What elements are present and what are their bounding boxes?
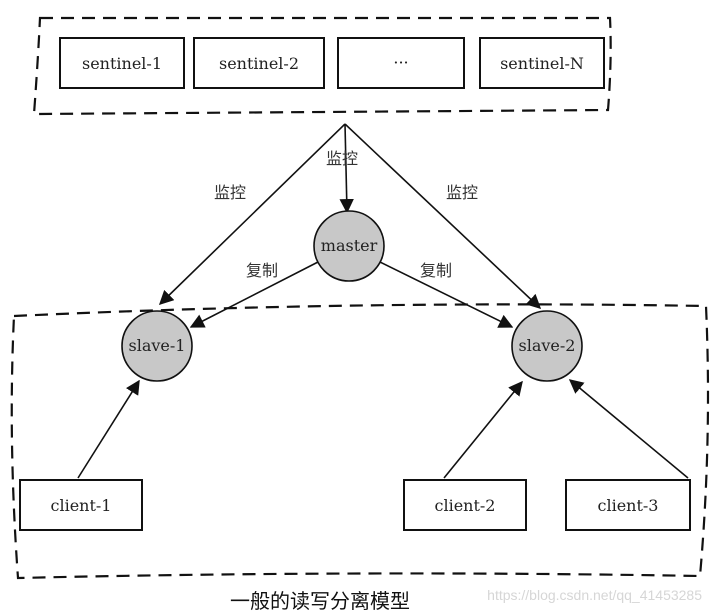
sentinel-box-2: sentinel-2 xyxy=(193,37,325,89)
monitor-arrow-to-slave-1 xyxy=(158,123,346,306)
replicate-label-left: 复制 xyxy=(246,261,278,280)
sentinel-label-1: sentinel-1 xyxy=(82,54,162,73)
sentinel-box-ellipsis: ··· xyxy=(337,37,465,89)
sentinel-box-1: sentinel-1 xyxy=(59,37,185,89)
monitor-label-left: 监控 xyxy=(214,183,246,202)
client-box-3: client-3 xyxy=(565,479,691,531)
monitor-arrow-to-slave-2 xyxy=(344,123,542,309)
replicate-label-right: 复制 xyxy=(420,261,452,280)
sentinel-label-2: sentinel-2 xyxy=(219,54,299,73)
client-label-3: client-3 xyxy=(598,496,659,515)
sentinel-group-border xyxy=(32,16,612,116)
master-node: master xyxy=(313,210,385,282)
client-box-1: client-1 xyxy=(19,479,143,531)
data-group-border xyxy=(10,303,710,580)
slave-node-2: slave-2 xyxy=(511,310,583,382)
master-label: master xyxy=(321,236,378,255)
client-1-arrow xyxy=(77,379,140,479)
monitor-label-right: 监控 xyxy=(446,183,478,202)
client-label-2: client-2 xyxy=(435,496,496,515)
monitor-label-center: 监控 xyxy=(326,149,358,168)
watermark: https://blog.csdn.net/qq_41453285 xyxy=(487,587,702,603)
slave-label-2: slave-2 xyxy=(519,336,576,355)
slave-label-1: slave-1 xyxy=(129,336,186,355)
client-box-2: client-2 xyxy=(403,479,527,531)
replicate-arrow-to-slave-2 xyxy=(379,261,514,328)
sentinel-label-n: sentinel-N xyxy=(500,54,584,73)
sentinel-box-n: sentinel-N xyxy=(479,37,605,89)
client-3-arrow xyxy=(568,379,689,479)
client-2-arrow xyxy=(443,380,523,479)
monitor-arrow-to-master xyxy=(339,123,354,214)
sentinel-label-ellipsis: ··· xyxy=(393,53,408,72)
diagram-caption: 一般的读写分离模型 xyxy=(230,589,410,613)
replicate-arrow-to-slave-1 xyxy=(189,261,319,328)
client-label-1: client-1 xyxy=(51,496,112,515)
slave-node-1: slave-1 xyxy=(121,310,193,382)
